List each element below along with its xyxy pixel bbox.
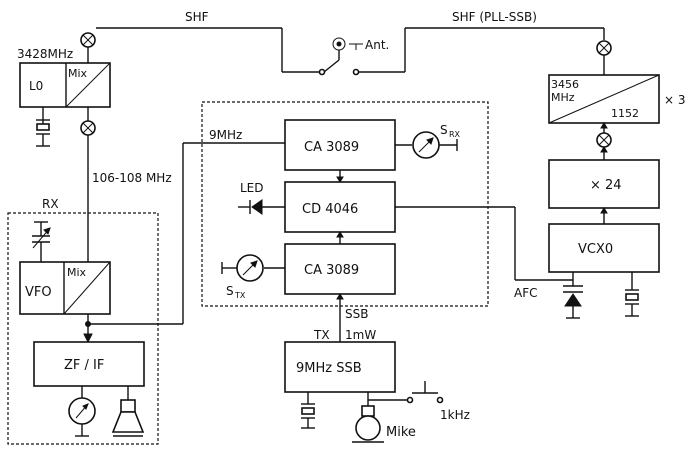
mult-1152-label: 1152 (611, 107, 639, 120)
mixer-icon-lo-top (80, 32, 96, 48)
afc-label: AFC (514, 286, 538, 300)
lo-mix-block (19, 62, 111, 108)
vcxo-label: VCX0 (578, 242, 613, 257)
ca3089-top-block (284, 119, 396, 171)
mixer-icon-tx-top (596, 40, 612, 56)
shf-label: SHF (185, 10, 209, 24)
mixer-icon-lo-bottom (80, 120, 96, 136)
variable-capacitor-icon (32, 221, 51, 262)
led-icon (238, 199, 285, 215)
center-section-border (201, 101, 489, 307)
vfo-mix-block (19, 261, 111, 315)
mult-freq-label: 3456 (551, 78, 579, 91)
crystal-icon-vcxo (625, 272, 639, 317)
lo-frequency-label: 3428MHz (17, 47, 73, 61)
antenna-label: Ant. (365, 38, 389, 52)
antenna-switch (318, 37, 363, 76)
tx-label: TX (313, 328, 330, 342)
meter-icon-s-rx (412, 131, 458, 159)
key-switch-icon (368, 381, 444, 404)
ssb-9mhz-label: 9MHz SSB (296, 361, 362, 376)
mix-label-vfo: Mix (67, 266, 87, 279)
meter-icon-rx-out (68, 386, 96, 437)
mix-label-lo: Mix (68, 67, 88, 80)
lo-label: L0 (29, 79, 43, 93)
one-khz-label: 1kHz (440, 408, 470, 422)
led-label: LED (240, 181, 264, 195)
vfo-label: VFO (25, 285, 52, 300)
ca3089-bottom-label: CA 3089 (304, 263, 359, 278)
s-rx-subscript: RX (449, 130, 461, 139)
ssb-label: SSB (345, 307, 368, 321)
mike-label: Mike (386, 425, 416, 440)
zf-if-block (33, 341, 145, 387)
shf-pll-label: SHF (PLL-SSB) (452, 10, 537, 24)
crystal-icon-lo (36, 107, 50, 147)
microphone-icon (352, 392, 384, 443)
speaker-icon (111, 386, 145, 437)
rx-section-border (7, 212, 159, 445)
zf-if-label: ZF / IF (64, 358, 104, 373)
cd4046-label: CD 4046 (302, 202, 358, 217)
s-rx-label: S (440, 123, 448, 137)
rx-label: RX (42, 197, 59, 211)
9mhz-label: 9MHz (209, 128, 242, 142)
meter-icon-s-tx (221, 254, 264, 282)
x24-label: × 24 (590, 178, 622, 193)
shf-wiring (87, 27, 605, 73)
if-range-label: 106-108 MHz (92, 171, 172, 185)
crystal-icon-ssb (301, 392, 315, 429)
s-tx-label: S (226, 284, 234, 298)
ca3089-top-label: CA 3089 (304, 140, 359, 155)
mult-mhz-label: MHz (551, 91, 575, 104)
s-tx-subscript: TX (234, 291, 246, 300)
x24-block (548, 159, 660, 209)
x3-label: × 3 (664, 93, 686, 107)
varactor-icon (563, 272, 583, 319)
one-mw-label: 1mW (345, 328, 376, 342)
vcxo-block (548, 223, 660, 273)
cd4046-block (284, 181, 396, 233)
ssb-9mhz-block (284, 341, 396, 393)
mixer-icon-tx-mid (596, 132, 612, 148)
